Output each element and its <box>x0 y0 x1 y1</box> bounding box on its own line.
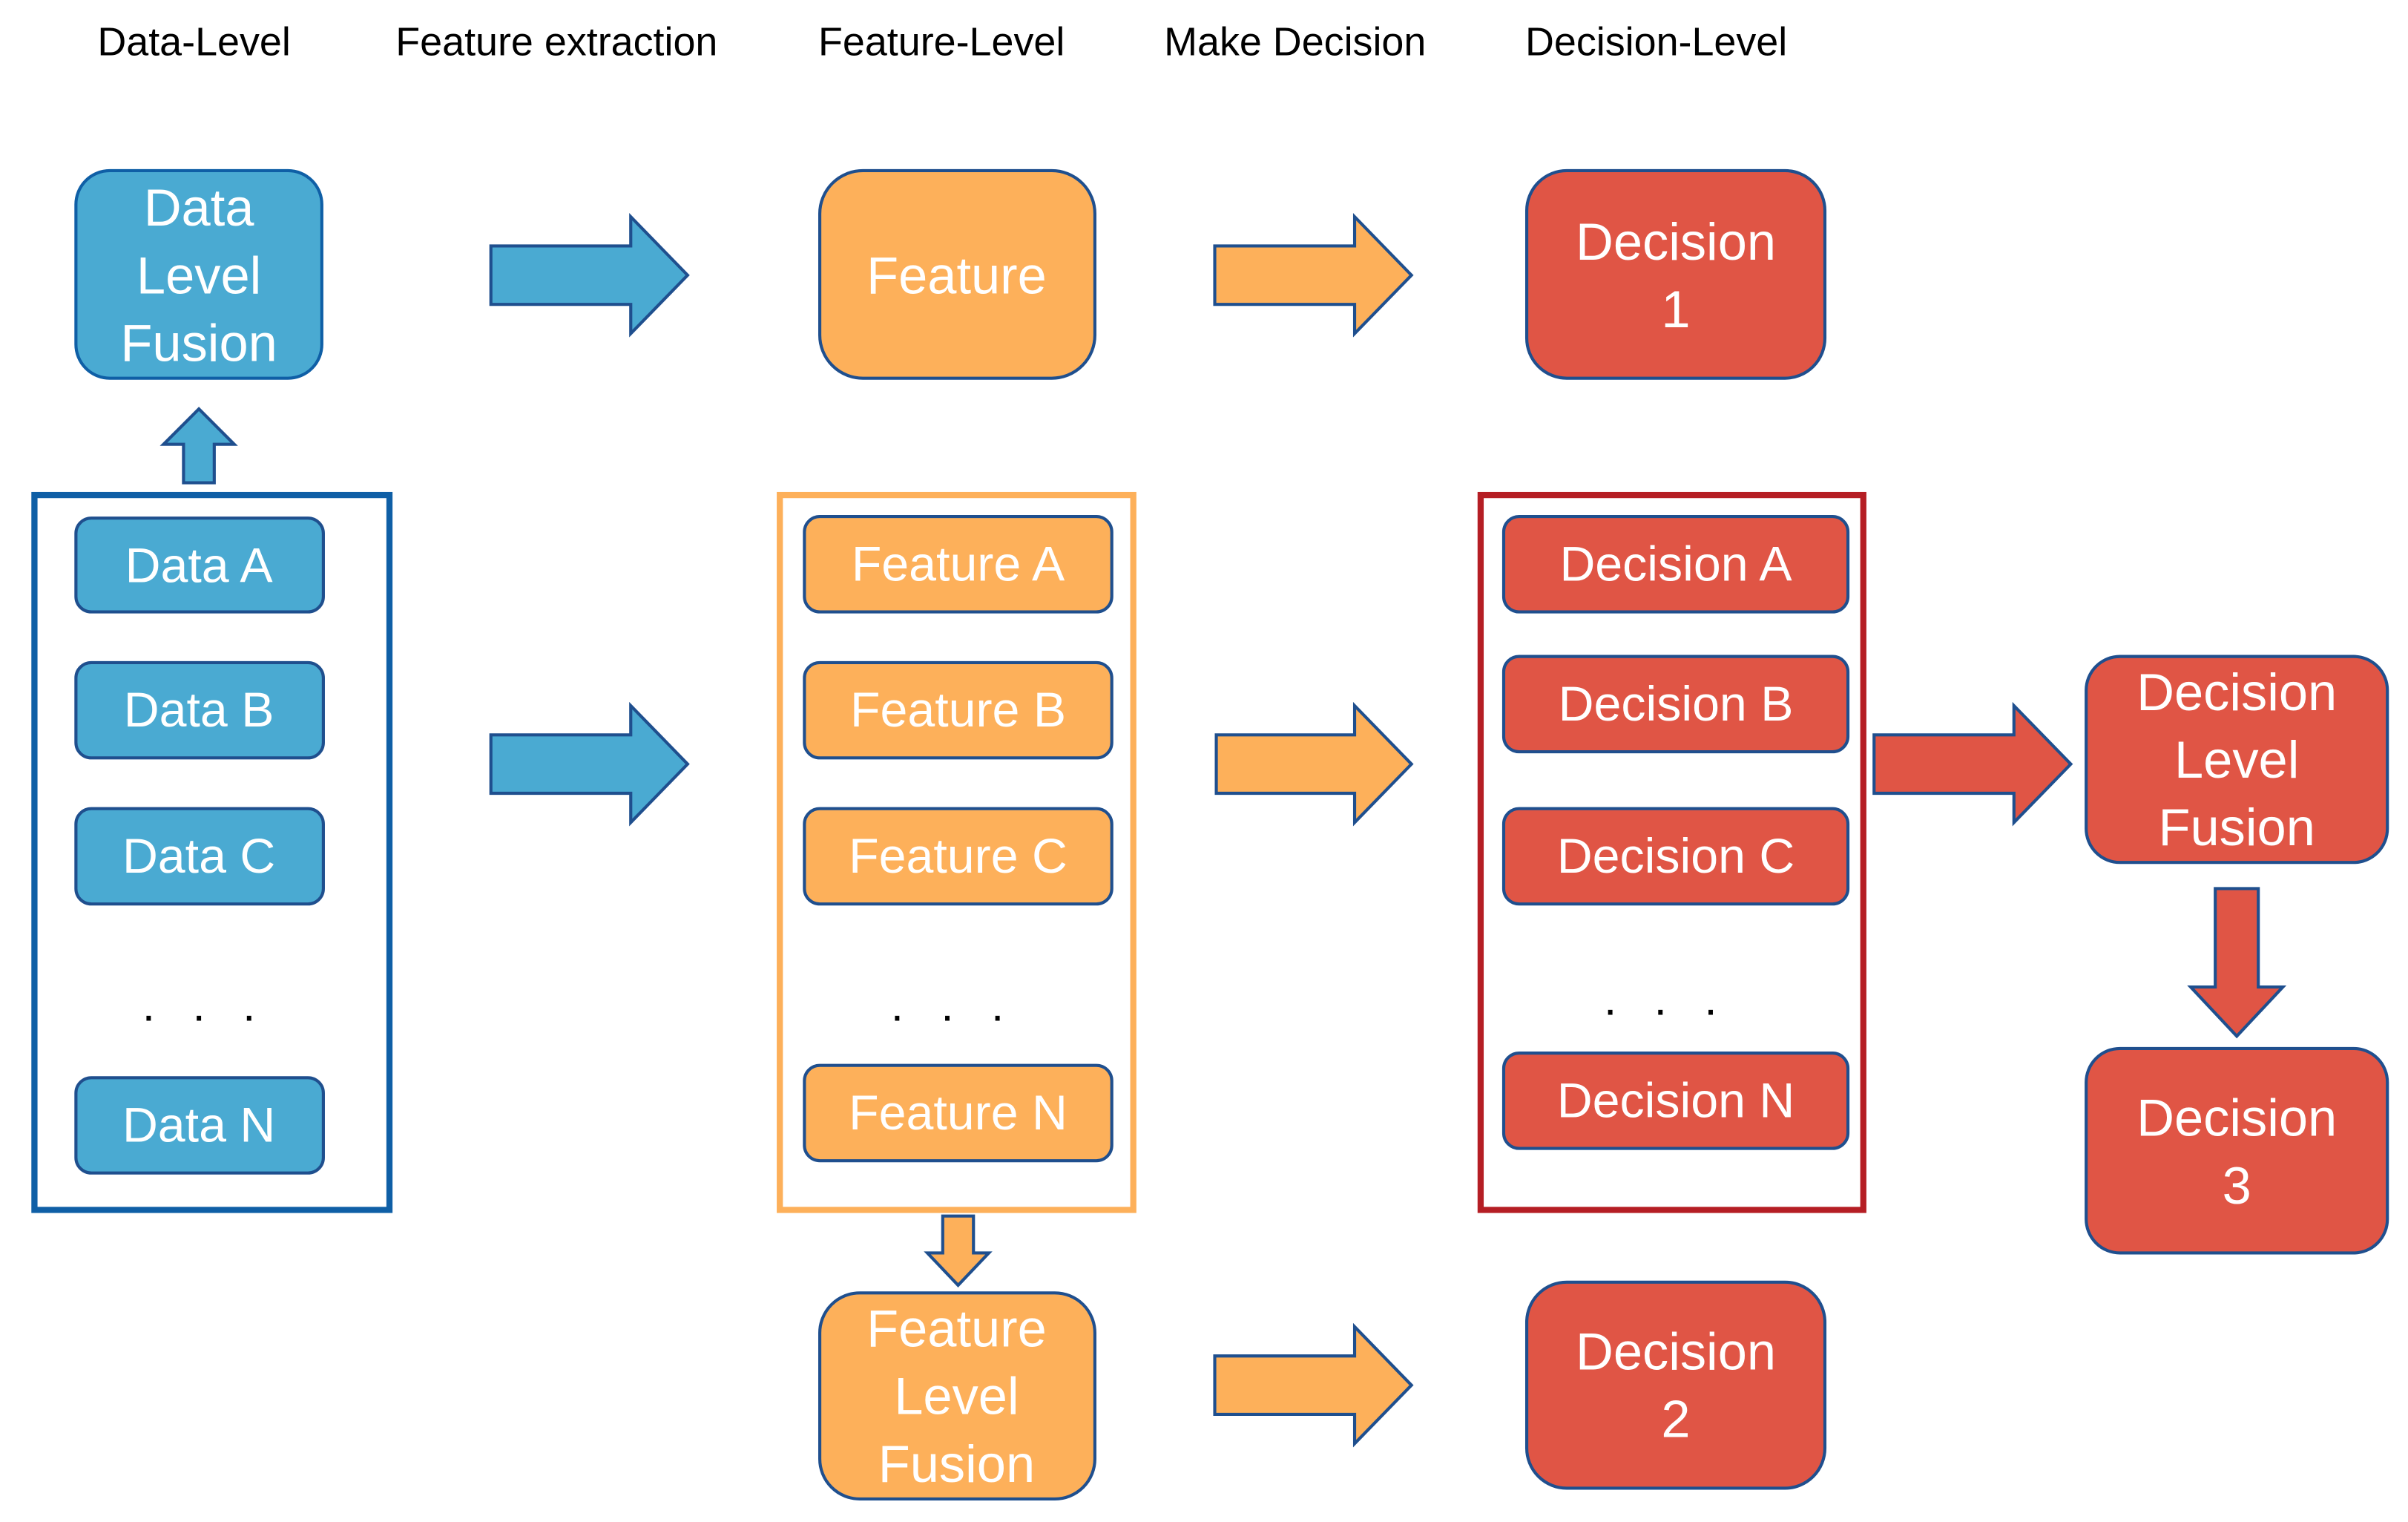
arrow-down-to-decision-3 <box>2187 887 2287 1039</box>
feature-item-n: Feature N <box>803 1063 1113 1163</box>
decision-2-line-2: 2 <box>1661 1390 1690 1449</box>
feature-level-fusion-box: Feature Level Fusion <box>818 1291 1096 1500</box>
decision-level-fusion-box: Decision Level Fusion <box>2085 655 2389 865</box>
arrow-down-to-feature-fusion <box>924 1214 993 1288</box>
data-level-fusion-box: Data Level Fusion <box>74 168 323 380</box>
data-level-fusion-line-1: Data <box>144 178 255 237</box>
data-item-c-label: Data C <box>122 829 275 884</box>
decision-item-n-label: Decision N <box>1557 1073 1795 1128</box>
header-decision-level: Decision-Level <box>1525 20 1787 65</box>
decision-item-n: Decision N <box>1501 1052 1850 1150</box>
feature-item-n-label: Feature N <box>849 1086 1068 1141</box>
header-feature-level: Feature-Level <box>818 20 1065 65</box>
decision-3-line-1: Decision <box>2136 1089 2337 1147</box>
feature-level-fusion-line-1: Feature <box>866 1299 1047 1357</box>
data-group-frame <box>31 491 393 1213</box>
feature-item-c-label: Feature C <box>849 829 1068 884</box>
data-item-c: Data C <box>74 807 325 906</box>
decision-ellipsis: . . . <box>1604 974 1729 1025</box>
decision-item-b: Decision B <box>1501 655 1850 754</box>
feature-item-a-label: Feature A <box>852 537 1065 591</box>
decision-item-a: Decision A <box>1501 515 1850 614</box>
feature-item-a: Feature A <box>803 515 1113 614</box>
data-ellipsis: . . . <box>142 980 268 1031</box>
decision-3-line-2: 3 <box>2223 1156 2251 1215</box>
header-make-decision: Make Decision <box>1164 20 1426 65</box>
decision-item-c-label: Decision C <box>1557 829 1795 884</box>
data-item-a-label: Data A <box>125 538 274 593</box>
decision-group-frame <box>1477 491 1866 1213</box>
feature-level-fusion-line-3: Fusion <box>878 1434 1035 1493</box>
data-item-n-label: Data N <box>122 1098 275 1152</box>
decision-item-c: Decision C <box>1501 807 1850 906</box>
feature-item-b: Feature B <box>803 660 1113 760</box>
decision-level-fusion-line-2: Level <box>2174 730 2299 789</box>
arrow-red-to-decision-fusion <box>1872 701 2073 827</box>
decision-2-box: Decision 2 <box>1524 1280 1827 1490</box>
feature-group-frame <box>777 491 1136 1213</box>
decision-item-a-label: Decision A <box>1559 537 1792 591</box>
arrow-blue-row2 <box>489 701 690 827</box>
arrow-orange-row3 <box>1213 1322 1414 1448</box>
arrow-blue-row1 <box>489 213 690 338</box>
decision-1-line-1: Decision <box>1576 212 1776 271</box>
data-item-b: Data B <box>74 660 325 760</box>
feature-label: Feature <box>866 246 1047 304</box>
feature-item-b-label: Feature B <box>850 683 1066 738</box>
decision-level-fusion-line-3: Fusion <box>2159 798 2315 856</box>
decision-item-b-label: Decision B <box>1559 677 1794 732</box>
feature-box: Feature <box>818 168 1096 380</box>
feature-level-fusion-line-2: Level <box>894 1367 1019 1426</box>
decision-1-box: Decision 1 <box>1524 168 1827 380</box>
decision-1-line-2: 1 <box>1661 280 1690 338</box>
feature-ellipsis: . . . <box>891 980 1016 1031</box>
decision-2-line-1: Decision <box>1576 1322 1776 1381</box>
data-item-n: Data N <box>74 1076 325 1175</box>
data-level-fusion-line-3: Fusion <box>120 313 277 372</box>
decision-3-box: Decision 3 <box>2085 1046 2389 1255</box>
data-item-b-label: Data B <box>124 683 274 738</box>
arrow-orange-row1 <box>1213 213 1414 338</box>
feature-item-c: Feature C <box>803 807 1113 906</box>
arrow-orange-row2 <box>1214 701 1414 827</box>
header-feature-extraction: Feature extraction <box>395 20 717 65</box>
data-level-fusion-line-2: Level <box>136 246 261 304</box>
decision-level-fusion-line-1: Decision <box>2136 663 2337 721</box>
header-data-level: Data-Level <box>97 20 290 65</box>
arrow-up-to-data-fusion <box>159 407 238 485</box>
data-item-a: Data A <box>74 516 325 614</box>
